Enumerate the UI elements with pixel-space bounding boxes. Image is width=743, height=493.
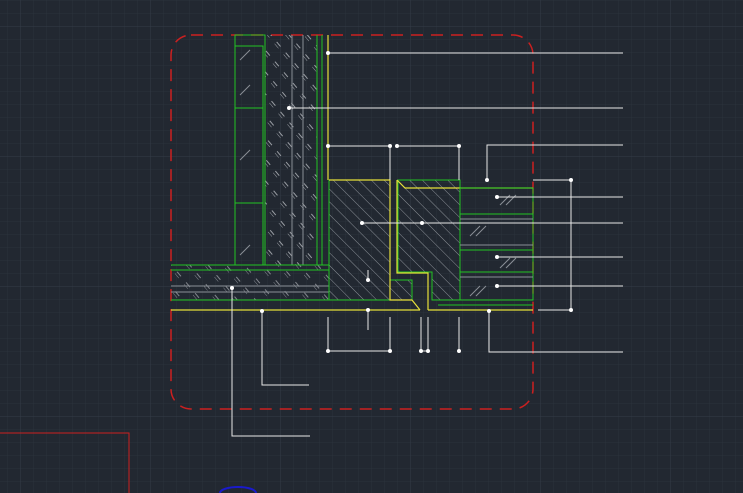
vertical-wall-section: [234, 34, 329, 266]
leader-15: [261, 311, 309, 386]
leader-14: [488, 311, 623, 353]
selection-box-fragment: [0, 432, 130, 493]
leader-5: [486, 144, 623, 180]
leader-12: [420, 317, 429, 352]
floor-band-section: [171, 264, 420, 311]
leader-endpoints: [230, 51, 573, 353]
leader-lines: [231, 52, 623, 437]
right-layered-section: [435, 187, 534, 306]
dimension-right: [533, 179, 572, 311]
concrete-corner-block: [328, 179, 461, 301]
ucs-marker-icon: [219, 486, 257, 493]
leader-16: [231, 288, 310, 437]
leader-11: [327, 317, 391, 352]
